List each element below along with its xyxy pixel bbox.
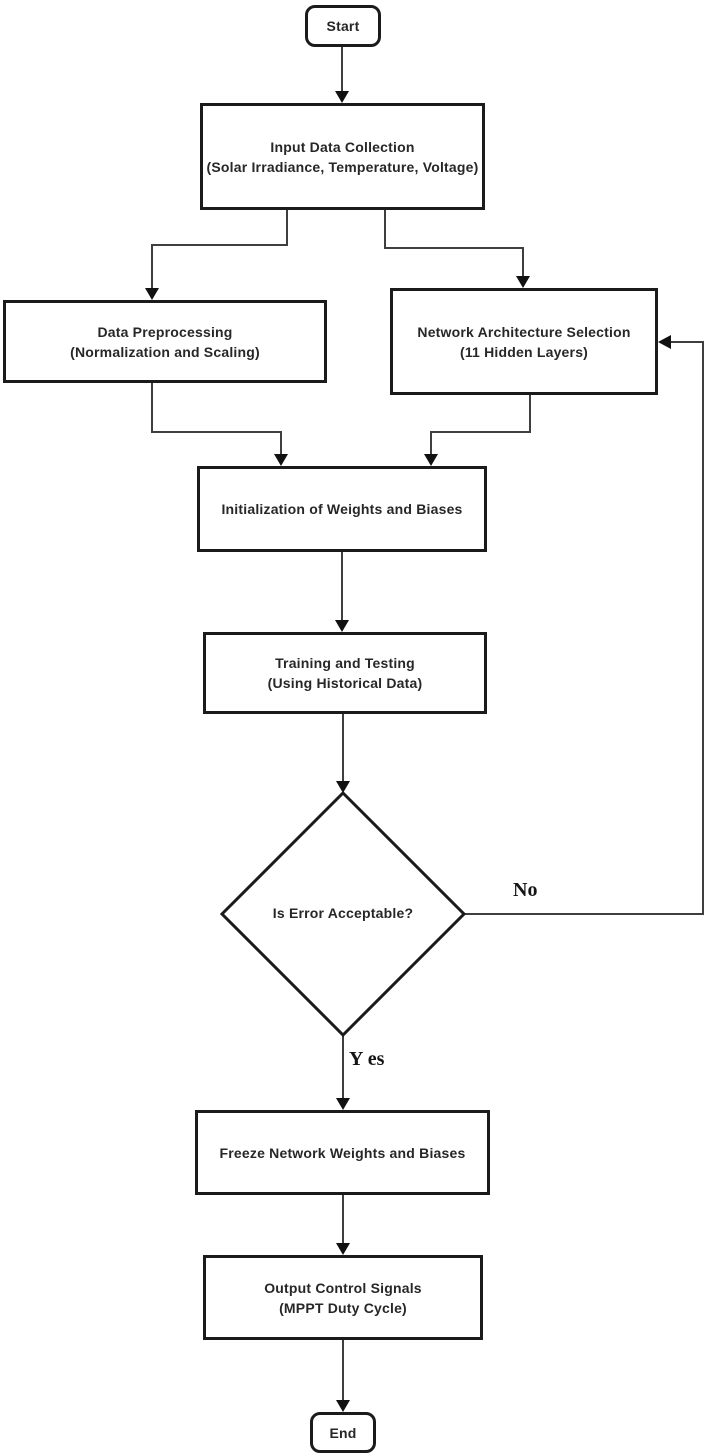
edge-input-preprocess [151,210,288,296]
edge-preprocess-init [151,383,282,462]
node-initialization: Initialization of Weights and Biases [197,466,487,552]
output-label: Output Control Signals [264,1279,422,1296]
node-output-control: Output Control Signals (MPPT Duty Cycle) [203,1255,483,1340]
output-sublabel: (MPPT Duty Cycle) [279,1299,407,1316]
node-network-architecture: Network Architecture Selection (11 Hidde… [390,288,658,395]
arrowhead-training [335,620,349,632]
arrowhead-output [336,1243,350,1255]
edge-label-yes: Y es [349,1048,385,1070]
arrowhead-network [516,276,530,288]
input-sublabel: (Solar Irradiance, Temperature, Voltage) [206,158,479,175]
preprocess-sublabel: (Normalization and Scaling) [70,343,260,360]
node-input-data-collection: Input Data Collection (Solar Irradiance,… [200,103,485,210]
decision-diamond [219,790,467,1038]
arrowhead-end [336,1400,350,1412]
network-sublabel: (11 Hidden Layers) [459,343,589,360]
start-label: Start [326,18,360,34]
edge-network-init [430,395,531,462]
arrowhead-init-left [274,454,288,466]
arrowhead-decision [336,781,350,793]
edge-decision-no [464,341,704,915]
arrowhead-init-right [424,454,438,466]
node-data-preprocessing: Data Preprocessing (Normalization and Sc… [3,300,327,383]
training-label: Training and Testing [275,655,415,671]
arrowhead-no-feedback [658,335,671,349]
input-label: Input Data Collection [270,138,415,155]
arrowhead-input [335,91,349,103]
decision-label: Is Error Acceptable? [272,905,414,921]
preprocess-label: Data Preprocessing [97,323,233,340]
init-label: Initialization of Weights and Biases [221,501,463,517]
node-end: End [310,1412,376,1453]
node-training-testing: Training and Testing (Using Historical D… [203,632,487,714]
arrowhead-freeze [336,1098,350,1110]
edge-label-no: No [513,879,538,901]
end-label: End [329,1424,357,1441]
node-freeze-weights: Freeze Network Weights and Biases [195,1110,490,1195]
node-start: Start [305,5,381,47]
freeze-label: Freeze Network Weights and Biases [219,1144,466,1161]
training-sublabel: (Using Historical Data) [267,675,423,691]
arrowhead-preprocess [145,288,159,300]
edge-input-network [384,210,524,284]
network-label: Network Architecture Selection [417,323,631,340]
